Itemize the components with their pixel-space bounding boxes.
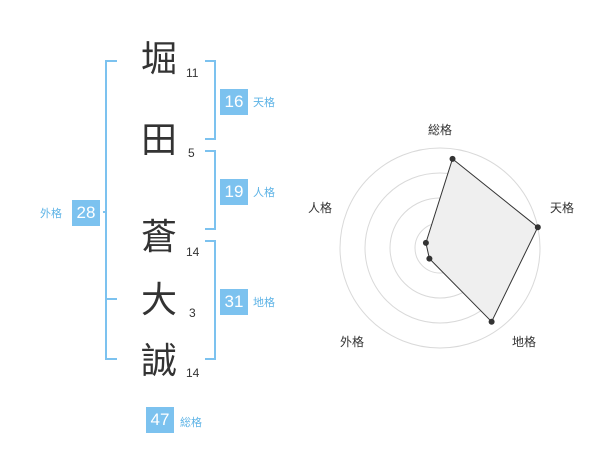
soukaku-score-badge: 47: [146, 407, 174, 433]
tenkaku-bracket-vertical: [214, 60, 216, 140]
radar-points: [422, 155, 541, 325]
outer-bracket-vertical: [105, 60, 107, 360]
outer-bracket-mid: [105, 298, 117, 300]
jinkaku-score-badge: 19: [220, 179, 248, 205]
radar-axis-label-1: 総格: [428, 122, 452, 137]
radar-ring-4: [339, 147, 541, 349]
radar-axis-label-4: 外格: [340, 334, 364, 349]
radar-axis-label-2: 天格: [550, 200, 574, 215]
outer-bracket-top: [105, 60, 117, 62]
radar-point-5: [422, 239, 429, 246]
tenkaku-bracket-top: [205, 60, 216, 62]
stroke-count-5: 14: [186, 366, 200, 380]
jinkaku-bracket-top: [205, 150, 216, 152]
gaikaku-label: 外格: [40, 207, 62, 220]
name-char-1: 堀: [140, 39, 177, 80]
soukaku-label: 総格: [180, 416, 202, 429]
stroke-count-4: 3: [189, 306, 196, 320]
stroke-count-3: 14: [186, 245, 200, 259]
stroke-count-1: 11: [186, 66, 199, 80]
jinkaku-label: 人格: [253, 186, 275, 199]
radar-point-4: [426, 255, 433, 262]
name-char-4: 大: [140, 280, 177, 321]
chikaku-bracket-bottom: [205, 358, 216, 360]
chikaku-label: 地格: [253, 296, 275, 309]
stroke-count-2: 5: [188, 146, 195, 160]
gaikaku-score-badge: 28: [72, 200, 100, 226]
radar-area: [425, 158, 539, 323]
chikaku-bracket-vertical: [214, 240, 216, 360]
tenkaku-score-badge: 16: [220, 89, 248, 115]
jinkaku-bracket-vertical: [214, 150, 216, 230]
outer-bracket-bottom: [105, 358, 117, 360]
tenkaku-label: 天格: [253, 96, 275, 109]
jinkaku-bracket-bottom: [205, 228, 216, 230]
radar-axis-label-3: 地格: [512, 334, 536, 349]
radar-axis-label-5: 人格: [308, 200, 332, 215]
name-char-2: 田: [140, 120, 177, 161]
outer-bracket-connector: [103, 211, 106, 213]
name-char-5: 誠: [140, 341, 177, 382]
tenkaku-bracket-bottom: [205, 138, 216, 140]
radar-point-3: [488, 318, 495, 325]
chikaku-bracket-top: [205, 240, 216, 242]
chikaku-score-badge: 31: [220, 289, 248, 315]
name-char-3: 蒼: [140, 217, 177, 258]
radar-point-2: [534, 224, 541, 231]
radar-point-1: [449, 155, 456, 162]
